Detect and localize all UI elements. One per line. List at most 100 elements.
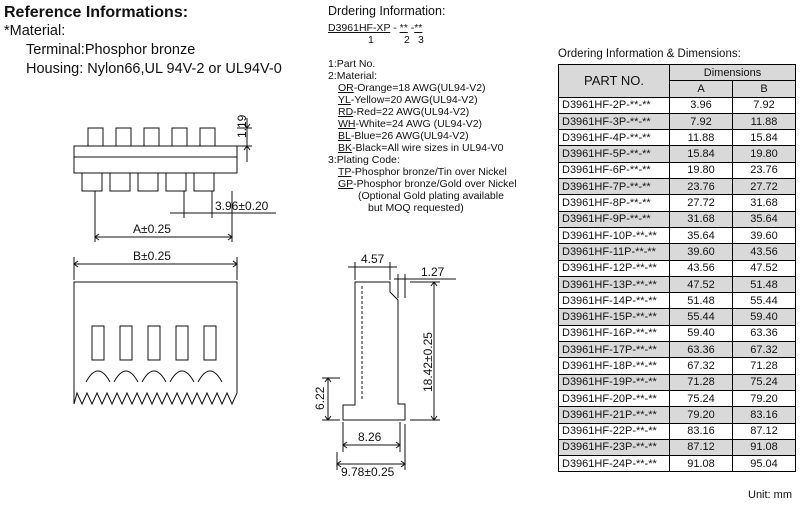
part-number-cell: D3961HF-21P-**-** <box>558 406 670 424</box>
material-bl: BL-Blue=26 AWG(UL94-V2) <box>338 130 469 142</box>
dimension-b-cell: 39.60 <box>732 226 796 245</box>
part-number-cell: D3961HF-22P-**-** <box>558 422 670 440</box>
part-number-cell: D3961HF-18P-**-** <box>558 357 670 375</box>
dimension-a-cell: 19.80 <box>669 161 733 180</box>
material-yl: YL-Yellow=20 AWG(UL94-V2) <box>338 94 478 106</box>
dimension-b-cell: 23.76 <box>732 161 796 180</box>
plating-tp: TP-Phosphor bronze/Tin over Nickel <box>338 166 507 178</box>
plating-desc: -Phosphor bronze/Gold over Nickel <box>353 178 517 190</box>
dimension-b-cell: 35.64 <box>732 210 796 228</box>
side-view <box>322 262 456 470</box>
part-format-dash1: - <box>393 22 397 34</box>
dimension-b-cell: 11.88 <box>732 112 796 131</box>
dimension-b-cell: 7.92 <box>732 96 796 114</box>
plating-note-1: (Optional Gold plating available <box>358 190 504 202</box>
dim-b: B±0.25 <box>133 249 171 263</box>
dimension-a-cell: 11.88 <box>669 129 733 147</box>
ordering-title: Drdering Information: <box>328 4 446 18</box>
material-rd: RD-Red=22 AWG(UL94-V2) <box>338 106 469 118</box>
part-number-cell: D3961HF-16P-**-** <box>558 324 670 343</box>
part-number-cell: D3961HF-17P-**-** <box>558 341 670 359</box>
housing-material: Housing: Nylon66,UL 94V-2 or UL94V-0 <box>26 61 282 77</box>
dimension-a-cell: 51.48 <box>669 292 733 310</box>
item-part-no: 1:Part No. <box>328 58 376 70</box>
material-bk: BK-Black=All wire sizes in UL94-V0 <box>338 142 503 154</box>
material-code: BL <box>338 130 351 142</box>
part-number-cell: D3961HF-2P-**-** <box>558 96 670 114</box>
material-wh: WH-White=24 AWG (UL94-V2) <box>338 118 482 130</box>
dimension-b-cell: 75.24 <box>732 373 796 391</box>
part-number-cell: D3961HF-11P-**-** <box>558 243 670 261</box>
dimension-a-cell: 43.56 <box>669 259 733 277</box>
dimension-b-cell: 71.28 <box>732 357 796 375</box>
dim-9-78: 9.78±0.25 <box>341 465 395 479</box>
dimension-b-cell: 43.56 <box>732 243 796 261</box>
header-dimensions: Dimensions <box>669 63 796 82</box>
part-number-cell: D3961HF-14P-**-** <box>558 292 670 310</box>
part-number-cell: D3961HF-6P-**-** <box>558 161 670 180</box>
dimension-b-cell: 67.32 <box>732 341 796 359</box>
plating-note-2: but MOQ requested) <box>368 202 464 214</box>
material-desc: -Red=22 AWG(UL94-V2) <box>353 106 470 118</box>
dimension-a-cell: 7.92 <box>669 112 733 131</box>
dimension-a-cell: 55.44 <box>669 308 733 326</box>
dimension-b-cell: 27.72 <box>732 178 796 196</box>
dimension-b-cell: 95.04 <box>732 455 796 473</box>
material-code: RD <box>338 106 354 118</box>
dimension-b-cell: 79.20 <box>732 389 796 408</box>
item-plating: 3:Plating Code: <box>328 154 400 166</box>
part-format-suffix3: ** <box>414 22 423 34</box>
dim-6-22: 6.22 <box>313 386 327 410</box>
index-1: 1 <box>368 34 374 46</box>
dimension-a-cell: 83.16 <box>669 422 733 440</box>
front-view <box>73 257 238 406</box>
dimension-a-cell: 71.28 <box>669 373 733 391</box>
dimension-a-cell: 75.24 <box>669 389 733 408</box>
part-format: D3961HF-XP - ** -** <box>328 22 422 34</box>
dimension-b-cell: 47.52 <box>732 259 796 277</box>
dimension-a-cell: 35.64 <box>669 226 733 245</box>
plating-gp: GP-Phosphor bronze/Gold over Nickel <box>338 178 517 190</box>
dimension-a-cell: 23.76 <box>669 178 733 196</box>
material-desc: -White=24 AWG (UL94-V2) <box>355 118 483 130</box>
material-desc: -Black=All wire sizes in UL94-V0 <box>352 142 504 154</box>
material-or: OR-Orange=18 AWG(UL94-V2) <box>338 82 486 94</box>
material-code: WH <box>338 118 356 130</box>
part-number-cell: D3961HF-20P-**-** <box>558 389 670 408</box>
part-number-cell: D3961HF-23P-**-** <box>558 438 670 457</box>
dim-a: A±0.25 <box>133 222 171 236</box>
part-number-cell: D3961HF-7P-**-** <box>558 178 670 196</box>
part-format-base: D3961HF-XP <box>328 22 391 34</box>
dimensions-table: PART NO. Dimensions A B D3961HF-2P-**-**… <box>558 63 796 473</box>
part-number-cell: D3961HF-19P-**-** <box>558 373 670 391</box>
part-number-cell: D3961HF-13P-**-** <box>558 275 670 294</box>
unit-label: Unit: mm <box>748 489 792 501</box>
material-code: YL <box>338 94 351 106</box>
part-format-suffix2: ** <box>399 22 408 34</box>
dim-3-96: 3.96±0.20 <box>215 199 269 213</box>
dimension-b-cell: 59.40 <box>732 308 796 326</box>
dimension-a-cell: 27.72 <box>669 194 733 212</box>
dimension-b-cell: 19.80 <box>732 145 796 163</box>
dimension-a-cell: 31.68 <box>669 210 733 228</box>
dim-1-19: 1.19 <box>235 114 249 138</box>
dimension-b-cell: 31.68 <box>732 194 796 212</box>
dimension-a-cell: 91.08 <box>669 455 733 473</box>
material-desc: -Blue=26 AWG(UL94-V2) <box>350 130 469 142</box>
